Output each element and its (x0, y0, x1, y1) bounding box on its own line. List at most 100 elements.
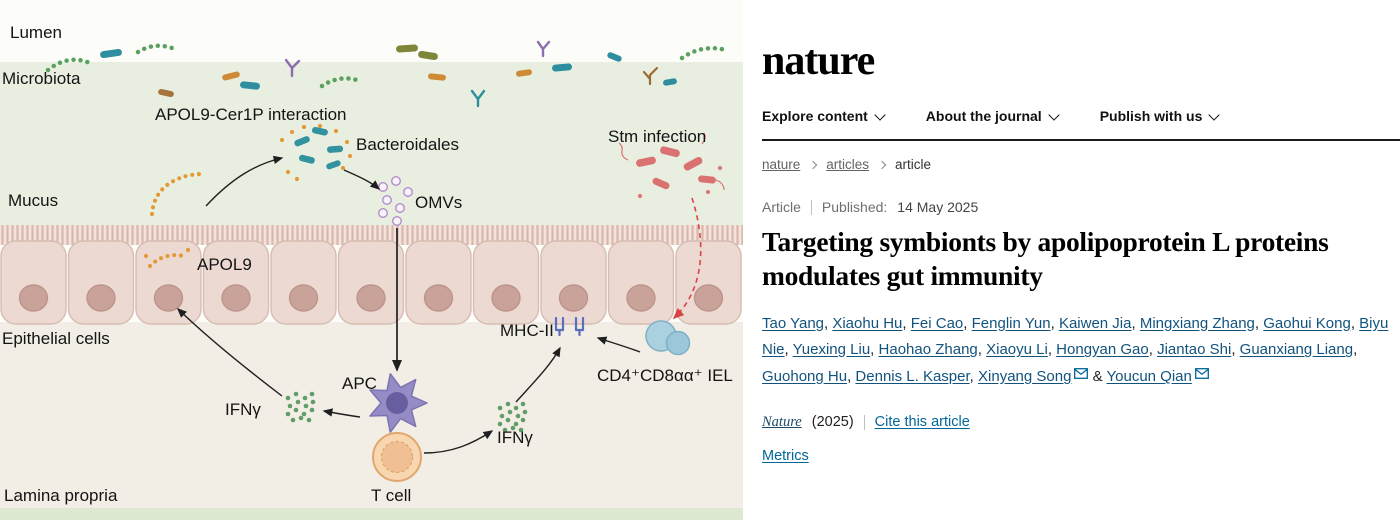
author-link[interactable]: Biyu Nie (762, 314, 1389, 359)
breadcrumb: nature articles article (762, 157, 1400, 172)
article-panel: nature Explore content About the journal… (743, 0, 1400, 520)
site-nav: Explore content About the journal Publis… (762, 108, 1400, 139)
label-ifng-left: IFNγ (225, 400, 261, 419)
nav-about-the-journal[interactable]: About the journal (925, 108, 1060, 124)
article-type: Article (762, 199, 801, 215)
meta-divider (810, 199, 812, 215)
bacteroidales-cluster (294, 126, 344, 170)
nature-logo[interactable]: nature (762, 38, 875, 84)
label-epithelial-cells: Epithelial cells (2, 329, 110, 348)
iel-cell (645, 320, 691, 356)
author-link[interactable]: Yuexing Liu (792, 341, 871, 359)
label-apol9: APOL9 (197, 255, 252, 274)
label-lamina-propria: Lamina propria (4, 486, 118, 505)
author-link[interactable]: Dennis L. Kasper (855, 367, 970, 385)
label-apol9-cer1p: APOL9-Cer1P interaction (155, 105, 347, 124)
email-icon[interactable] (1194, 367, 1209, 385)
author-separator: , (1353, 341, 1358, 359)
breadcrumb-article: article (895, 157, 932, 172)
label-stm-infection: Stm infection (608, 127, 706, 146)
mhc2-icons (554, 316, 585, 337)
chevron-right-icon (877, 160, 887, 169)
label-microbiota: Microbiota (2, 69, 81, 88)
label-iel: CD4⁺CD8αα⁺ IEL (597, 366, 733, 385)
author-separator: , (1231, 341, 1240, 359)
microbiota-icons (45, 40, 729, 108)
author-link[interactable]: Haohao Zhang (878, 341, 978, 359)
metrics-row: Metrics (762, 447, 1400, 465)
omv-vesicles (378, 175, 414, 226)
author-link[interactable]: Hongyan Gao (1056, 341, 1149, 359)
author-separator: , (902, 314, 911, 332)
author-separator: , (1050, 314, 1059, 332)
author-separator: , (977, 341, 987, 359)
label-bacteroidales: Bacteroidales (356, 135, 459, 154)
author-list: Tao Yang, Xiaohu Hu, Fei Cao, Fenglin Yu… (762, 311, 1390, 391)
author-separator: , (824, 314, 833, 332)
apol9-dots (143, 123, 353, 269)
citation-divider (863, 414, 865, 430)
chevron-down-icon (1048, 108, 1060, 121)
label-apc: APC (342, 374, 377, 393)
apc-cell (369, 373, 428, 433)
label-ifng-right: IFNγ (497, 428, 533, 447)
author-link[interactable]: Jiantao Shi (1157, 341, 1232, 359)
nav-label: Publish with us (1099, 108, 1203, 124)
metrics-link[interactable]: Metrics (762, 447, 809, 464)
label-t-cell: T cell (371, 486, 411, 505)
article-meta: Article Published: 14 May 2025 (762, 199, 1400, 215)
citation-row: Nature (2025) Cite this article (762, 414, 1400, 431)
ifng-dots-left (285, 391, 316, 423)
chevron-down-icon (874, 108, 886, 121)
author-separator: , (963, 314, 972, 332)
ifng-dots-right (497, 401, 528, 433)
author-separator: , (847, 367, 856, 385)
epithelial-cell-row (0, 240, 742, 325)
nav-label: Explore content (762, 108, 868, 124)
author-link[interactable]: Youcun Qian (1106, 367, 1192, 385)
author-link[interactable]: Kaiwen Jia (1058, 314, 1132, 332)
pathway-figure: Lumen Microbiota APOL9-Cer1P interaction… (0, 23, 743, 520)
t-cell (372, 432, 422, 482)
author-separator: , (1047, 341, 1057, 359)
nav-label: About the journal (925, 108, 1042, 124)
author-link[interactable]: Tao Yang (762, 314, 824, 332)
label-mhc2: MHC-II (500, 321, 554, 340)
author-separator: , (870, 341, 879, 359)
article-title: Targeting symbionts by apolipoprotein L … (762, 226, 1329, 291)
author-separator: , (784, 341, 793, 359)
author-link[interactable]: Gaohui Kong (1263, 314, 1351, 332)
author-link[interactable]: Mingxiang Zhang (1139, 314, 1255, 332)
author-link[interactable]: Fenglin Yun (971, 314, 1051, 332)
author-link[interactable]: Guanxiang Liang (1239, 341, 1354, 359)
breadcrumb-nature[interactable]: nature (762, 157, 801, 172)
email-icon[interactable] (1074, 367, 1089, 385)
author-separator: , (1254, 314, 1264, 332)
pathway-arrows (176, 155, 641, 454)
author-link[interactable]: Xiaoyu Li (986, 341, 1048, 359)
author-link[interactable]: Guohong Hu (762, 367, 848, 385)
chevron-down-icon (1208, 108, 1221, 121)
cite-this-article-link[interactable]: Cite this article (874, 414, 970, 431)
author-link[interactable]: Xiaohu Hu (832, 314, 903, 332)
pathway-diagram: Lumen Microbiota APOL9-Cer1P interaction… (0, 23, 743, 520)
author-separator: , (1350, 314, 1360, 332)
chevron-right-icon (809, 160, 818, 169)
stm-bacteria (618, 132, 725, 198)
nav-divider (762, 139, 1400, 141)
author-link[interactable]: Xinyang Song (978, 367, 1072, 385)
breadcrumb-articles[interactable]: articles (826, 157, 870, 172)
nav-explore-content[interactable]: Explore content (762, 108, 886, 124)
author-separator: , (1131, 314, 1140, 332)
published-date: 14 May 2025 (897, 199, 979, 215)
published-label: Published: (821, 199, 888, 215)
nav-publish-with-us[interactable]: Publish with us (1099, 108, 1221, 124)
label-mucus: Mucus (8, 191, 58, 210)
journal-link[interactable]: Nature (762, 413, 802, 430)
author-link[interactable]: Fei Cao (910, 314, 964, 332)
label-lumen: Lumen (10, 23, 62, 42)
author-separator: & (1088, 367, 1107, 385)
author-separator: , (969, 367, 979, 385)
citation-year: (2025) (811, 414, 854, 431)
